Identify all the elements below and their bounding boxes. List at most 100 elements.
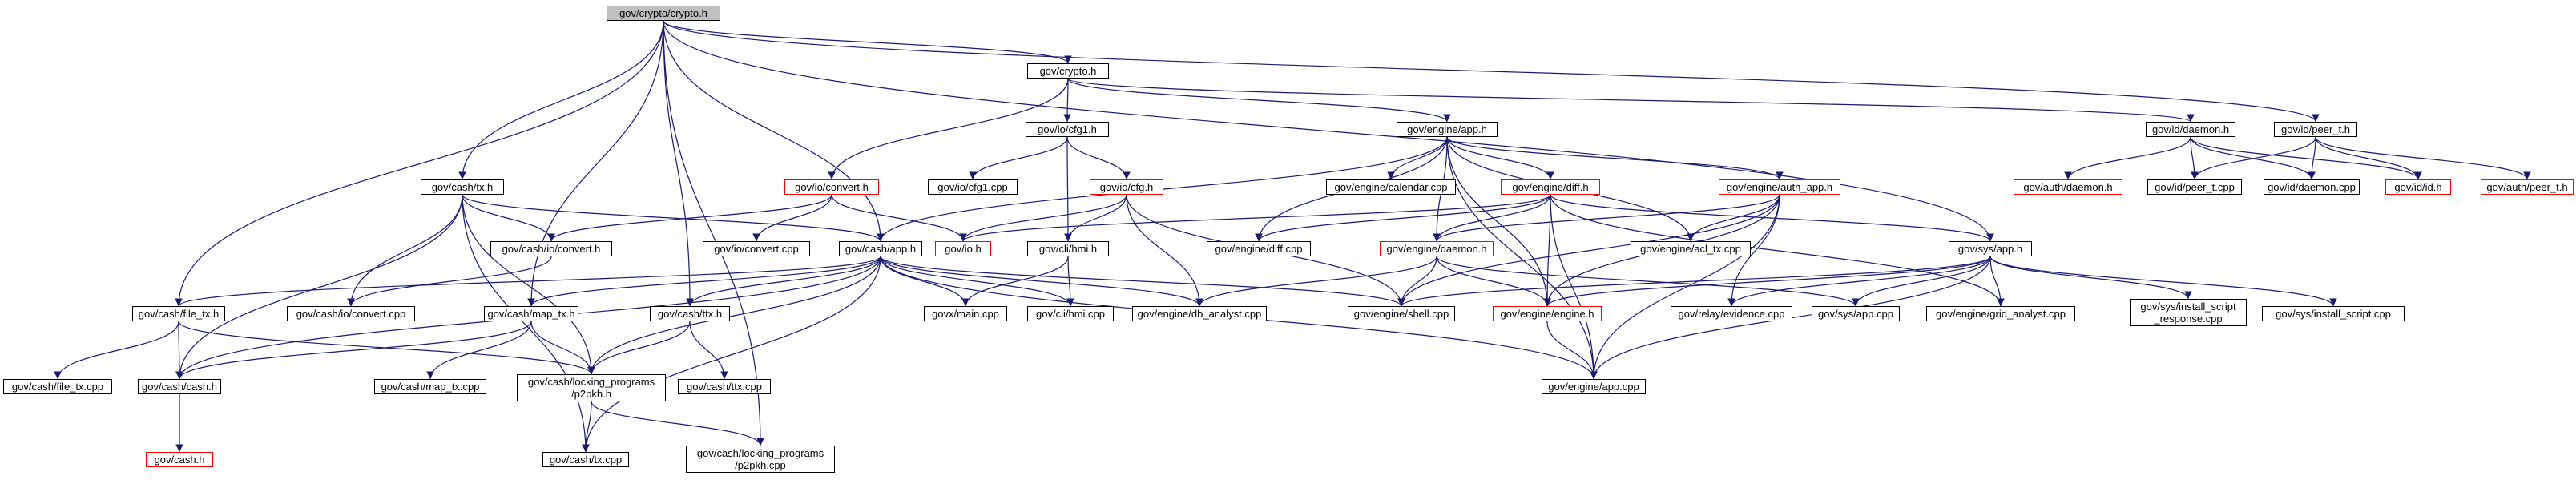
graph-node-cli-hmi-cpp[interactable]: gov/cli/hmi.cpp: [1027, 306, 1114, 321]
graph-node-engine-shell-cpp[interactable]: gov/engine/shell.cpp: [1348, 306, 1455, 321]
graph-node-id-daemon-h[interactable]: gov/id/daemon.h: [2146, 122, 2235, 137]
include-edge-crypto_h-to-gcrypto: [663, 20, 1072, 64]
include-edge-crypto_h-to-id_peer_t_h: [663, 20, 2320, 123]
include-edge-gcrypto-to-io_convert_h: [828, 78, 1069, 180]
include-edge-engine_auth_app_h-to-engine_daemon_h: [1433, 194, 1780, 242]
include-edge-sys_app_h-to-sys_install_script_response_cpp: [1989, 256, 2192, 300]
graph-node-sys-app-cpp[interactable]: gov/sys/app.cpp: [1812, 306, 1900, 321]
include-edge-id_peer_t_h-to-auth_peer_t_h: [2315, 136, 2531, 180]
graph-node-cash-ttx-h[interactable]: gov/cash/ttx.h: [650, 306, 730, 321]
include-edge-engine_diff_h-to-sys_app_h: [1550, 194, 1994, 242]
include-edge-crypto_h-to-cash_app_h: [663, 20, 885, 242]
graph-node-id-daemon-cpp[interactable]: gov/id/daemon.cpp: [2264, 179, 2360, 195]
graph-node-p2pkh-h[interactable]: gov/cash/locking_programs /p2pkh.h: [517, 374, 666, 401]
include-edge-cash_tx_h-to-cash_io_convert_cpp: [347, 194, 463, 307]
include-edge-cash_app_h-to-cash_file_tx_h: [175, 256, 881, 307]
include-edge-engine_diff_h-to-engine_diff_cpp: [1255, 194, 1551, 242]
include-edge-cash_tx_h-to-p2pkh_h: [462, 194, 595, 375]
graph-node-cash-file-tx-cpp[interactable]: gov/cash/file_tx.cpp: [3, 379, 112, 394]
include-edge-cfg1_h-to-cli_hmi_h: [1064, 136, 1072, 242]
include-edge-engine_engine_h-to-engine_app_cpp: [1546, 321, 1598, 380]
graph-node-engine-diff-h[interactable]: gov/engine/diff.h: [1501, 179, 1600, 195]
include-edge-cash_tx_h-to-cash_tx_cpp: [462, 194, 590, 453]
graph-node-engine-auth-app-h[interactable]: gov/engine/auth_app.h: [1719, 179, 1840, 195]
graph-node-engine-app-h[interactable]: gov/engine/app.h: [1397, 122, 1498, 137]
graph-node-gcash-h[interactable]: gov/cash.h: [146, 452, 213, 467]
graph-node-cash-ttx-cpp[interactable]: gov/cash/ttx.cpp: [678, 379, 771, 394]
include-edge-cfg_h-to-io_h: [959, 194, 1127, 242]
include-edge-cash_ttx_h-to-cash_ttx_cpp: [689, 321, 728, 380]
include-edge-cfg1_h-to-cfg1_cpp: [969, 136, 1068, 180]
include-edge-engine_daemon_h-to-engine_db_analyst_cpp: [1195, 256, 1437, 307]
graph-node-engine-app-cpp[interactable]: gov/engine/app.cpp: [1542, 379, 1646, 394]
include-edge-cash_ttx_h-to-p2pkh_h: [587, 321, 691, 375]
include-edge-io_convert_h-to-io_h: [831, 194, 967, 242]
include-edge-cash_tx_h-to-cash_app_h: [462, 194, 885, 242]
graph-node-id-id-h[interactable]: gov/id/id.h: [2385, 179, 2451, 195]
graph-node-sys-app-h[interactable]: gov/sys/app.h: [1949, 241, 2032, 256]
include-edge-cash_tx_h-to-cash_cash_h: [175, 194, 463, 380]
include-edge-crypto_h-to-cash_tx_h: [458, 20, 664, 180]
include-edge-cli_hmi_h-to-main_cpp: [961, 256, 1069, 307]
graph-node-auth-daemon-h[interactable]: gov/auth/daemon.h: [2014, 179, 2122, 195]
graph-node-cli-hmi-h[interactable]: gov/cli/hmi.h: [1027, 241, 1109, 256]
include-edge-engine_auth_app_h-to-engine_acl_tx_cpp: [1687, 194, 1780, 242]
include-edge-id_daemon_h-to-auth_daemon_h: [2064, 136, 2191, 180]
include-edge-engine_app_h-to-engine_diff_h: [1446, 136, 1554, 180]
include-edge-cash_app_h-to-cash_map_tx_h: [527, 256, 881, 307]
graph-node-sys-install-script-response-cpp[interactable]: gov/sys/install_script _response.cpp: [2130, 299, 2247, 326]
include-edge-gcrypto-to-id_daemon_h: [1067, 78, 2195, 123]
graph-node-engine-engine-h[interactable]: gov/engine/engine.h: [1493, 306, 1602, 321]
graph-node-sys-install-script-cpp[interactable]: gov/sys/install_script.cpp: [2262, 306, 2405, 321]
include-edge-crypto_h-to-p2pkh_cpp: [663, 20, 764, 446]
include-edge-engine_diff_h-to-engine_daemon_h: [1433, 194, 1551, 242]
graph-node-cash-tx-h[interactable]: gov/cash/tx.h: [421, 179, 504, 195]
include-edge-cash_map_tx_h-to-p2pkh_h: [530, 321, 595, 375]
graph-node-engine-acl-tx-cpp[interactable]: gov/engine/acl_tx.cpp: [1631, 241, 1751, 256]
graph-node-cfg1-cpp[interactable]: gov/io/cfg1.cpp: [928, 179, 1018, 195]
graph-node-cash-io-convert-cpp[interactable]: gov/cash/io/convert.cpp: [287, 306, 415, 321]
include-edge-cash_app_h-to-p2pkh_h: [587, 256, 881, 375]
include-edge-p2pkh_h-to-p2pkh_cpp: [591, 401, 764, 446]
include-edge-cash_app_h-to-engine_shell_cpp: [880, 256, 1405, 307]
graph-node-cash-map-tx-cpp[interactable]: gov/cash/map_tx.cpp: [374, 379, 486, 394]
include-edge-id_daemon_h-to-id_peer_t_cpp: [2190, 136, 2199, 180]
graph-node-crypto-h[interactable]: gov/crypto/crypto.h: [607, 6, 720, 21]
graph-node-io-convert-cpp[interactable]: gov/io/convert.cpp: [703, 241, 810, 256]
include-edge-sys_app_h-to-engine_grid_analyst_cpp: [1989, 256, 2005, 307]
graph-node-cfg-h[interactable]: gov/io/cfg.h: [1090, 179, 1163, 195]
include-edge-sys_app_h-to-engine_engine_h: [1543, 256, 1991, 307]
include-edge-cash_tx_h-to-cash_io_convert_h: [462, 194, 555, 242]
graph-node-engine-calendar-cpp[interactable]: gov/engine/calendar.cpp: [1326, 179, 1456, 195]
graph-node-engine-diff-cpp[interactable]: gov/engine/diff.cpp: [1207, 241, 1311, 256]
graph-node-relay-evidence-cpp[interactable]: gov/relay/evidence.cpp: [1671, 306, 1792, 321]
graph-node-id-peer-t-h[interactable]: gov/id/peer_t.h: [2274, 122, 2357, 137]
graph-node-p2pkh-cpp[interactable]: gov/cash/locking_programs /p2pkh.cpp: [686, 446, 835, 473]
include-edge-cash_app_h-to-cash_ttx_h: [686, 256, 881, 307]
graph-node-io-convert-h[interactable]: gov/io/convert.h: [784, 179, 879, 195]
include-edge-cash_map_tx_h-to-cash_cash_h: [175, 321, 532, 380]
include-edge-crypto_h-to-cash_ttx_h: [663, 20, 694, 307]
include-edge-crypto_h-to-cash_map_tx_h: [527, 20, 664, 307]
graph-node-engine-daemon-h[interactable]: gov/engine/daemon.h: [1380, 241, 1494, 256]
graph-node-id-peer-t-cpp[interactable]: gov/id/peer_t.cpp: [2147, 179, 2242, 195]
graph-node-cash-file-tx-h[interactable]: gov/cash/file_tx.h: [132, 306, 225, 321]
include-edge-engine_auth_app_h-to-engine_shell_cpp: [1397, 194, 1780, 307]
graph-node-cash-tx-cpp[interactable]: gov/cash/tx.cpp: [542, 452, 629, 467]
graph-node-cash-map-tx-h[interactable]: gov/cash/map_tx.h: [484, 306, 578, 321]
graph-node-cfg1-h[interactable]: gov/io/cfg1.h: [1026, 122, 1109, 137]
graph-node-cash-app-h[interactable]: gov/cash/app.h: [839, 241, 922, 256]
graph-node-main-cpp[interactable]: govx/main.cpp: [924, 306, 1007, 321]
graph-node-auth-peer-t-h[interactable]: gov/auth/peer_t.h: [2481, 179, 2574, 195]
include-edge-cash_app_h-to-main_cpp: [880, 256, 970, 307]
include-edge-engine_diff_h-to-io_h: [959, 194, 1551, 242]
graph-node-cash-cash-h[interactable]: gov/cash/cash.h: [138, 379, 221, 394]
graph-node-engine-grid-analyst-cpp[interactable]: gov/engine/grid_analyst.cpp: [1926, 306, 2075, 321]
graph-node-gcrypto[interactable]: gov/crypto.h: [1027, 63, 1109, 79]
graph-node-engine-db-analyst-cpp[interactable]: gov/engine/db_analyst.cpp: [1132, 306, 1267, 321]
graph-node-io-h[interactable]: gov/io.h: [935, 241, 991, 256]
include-edge-sys_app_h-to-engine_shell_cpp: [1397, 256, 1991, 307]
graph-node-cash-io-convert-h[interactable]: gov/cash/io/convert.h: [490, 241, 612, 256]
